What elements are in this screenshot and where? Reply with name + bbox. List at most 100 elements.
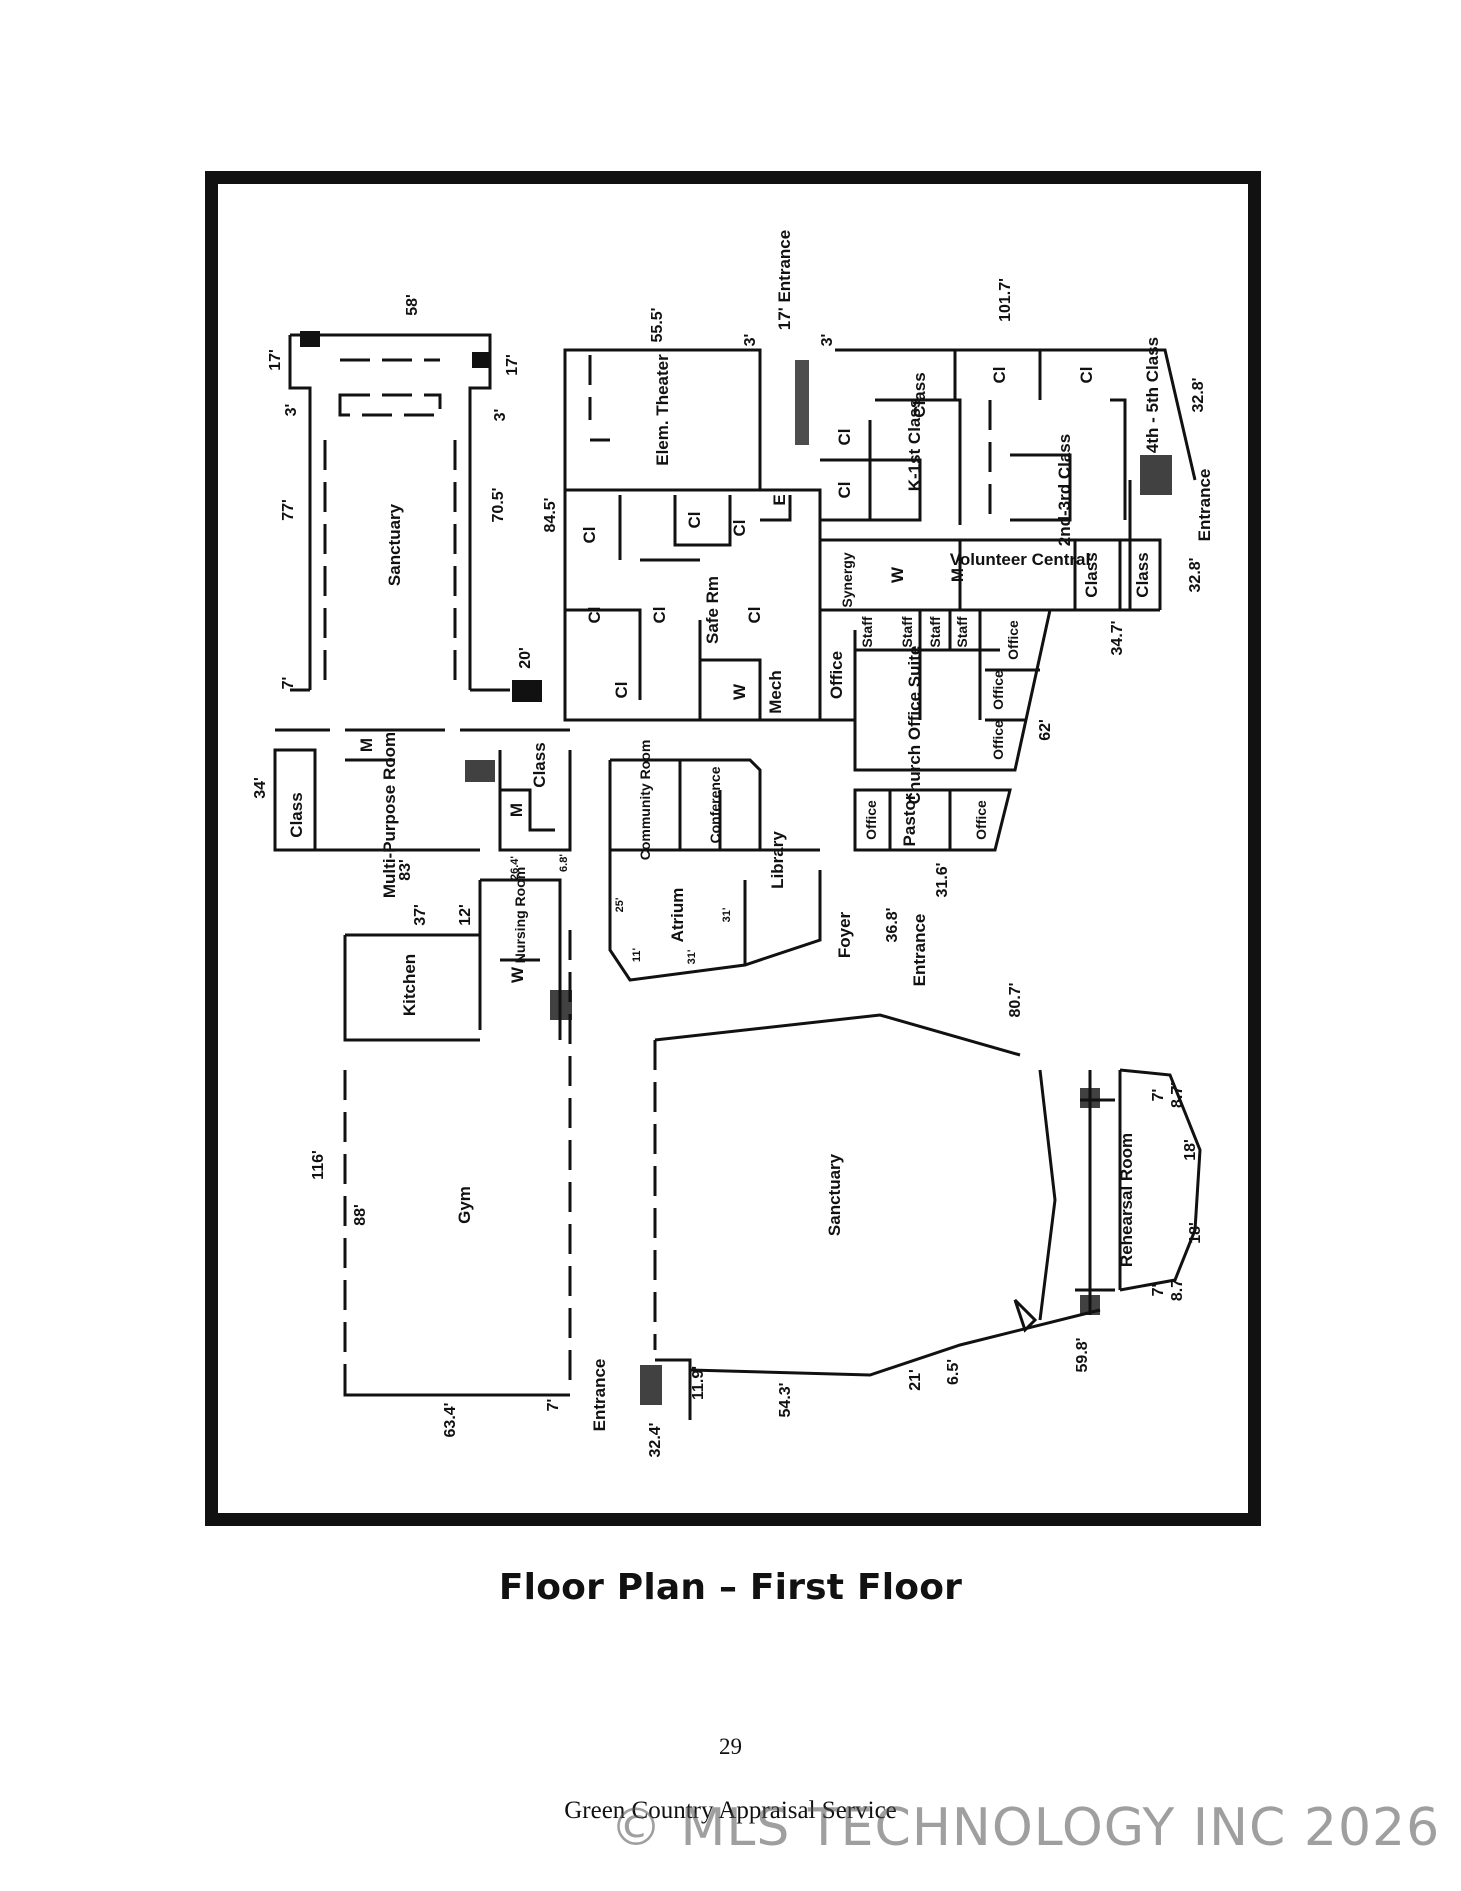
dimension-83: 83' bbox=[397, 859, 414, 881]
room-label-w-3: W bbox=[508, 966, 527, 983]
stair-icon bbox=[300, 331, 542, 702]
room-label-office-3: Office bbox=[990, 670, 1006, 710]
room-label-church-office-suite: Church Office Suite bbox=[905, 646, 924, 805]
dimension-21: 21' bbox=[907, 1369, 924, 1391]
dimension-26-4: 26.4' bbox=[509, 856, 521, 880]
room-label-m-3: M bbox=[507, 803, 526, 817]
dimension-84-5: 84.5' bbox=[542, 498, 559, 533]
room-label-sanctuary-main: Sanctuary bbox=[825, 1153, 844, 1236]
dimension-63-4: 63.4' bbox=[442, 1403, 459, 1438]
page-number: 29 bbox=[719, 1734, 742, 1759]
room-label-cl-9: Cl bbox=[835, 482, 854, 499]
room-label-entrance-2: Entrance bbox=[910, 914, 929, 987]
room-label-office-4: Office bbox=[990, 720, 1006, 760]
room-label-nursing-room: Nursing Room bbox=[512, 867, 528, 963]
room-label-multi-purpose-room: Multi-Purpose Room bbox=[380, 732, 399, 898]
room-label-office-5: Office bbox=[863, 800, 879, 840]
dimension-3-right: 3' bbox=[492, 409, 509, 422]
dimension-8-7-bottom: 8.7 bbox=[1169, 1279, 1186, 1301]
room-label-pastor: Pastor bbox=[900, 793, 919, 846]
dimension-32-8-top: 32.8' bbox=[1190, 378, 1207, 413]
footer-company: Green Country Appraisal Service bbox=[564, 1797, 897, 1824]
room-label-rehearsal-room: Rehearsal Room bbox=[1117, 1133, 1136, 1267]
dimension-59-8: 59.8' bbox=[1074, 1338, 1091, 1373]
room-label-staff-3: Staff bbox=[927, 616, 943, 647]
dimension-36-8: 36.8' bbox=[884, 908, 901, 943]
room-label-synergy: Synergy bbox=[839, 552, 855, 607]
room-label-class-2: Class bbox=[1133, 552, 1152, 597]
room-label-class-3: Class bbox=[287, 792, 306, 837]
room-label-atrium: Atrium bbox=[668, 888, 687, 943]
dimension-18-top: 18' bbox=[1182, 1139, 1199, 1161]
dimension-116: 116' bbox=[310, 1150, 327, 1180]
room-label-class-1: Class bbox=[1082, 552, 1101, 597]
atrium-library-walls bbox=[608, 758, 822, 982]
room-label-e: E bbox=[770, 494, 789, 505]
dimension-32-4: 32.4' bbox=[647, 1423, 664, 1458]
room-label-m-2: M bbox=[357, 738, 376, 752]
dimension-34: 34' bbox=[252, 777, 269, 799]
dimension-37: 37' bbox=[412, 904, 429, 926]
dimension-11: 11' bbox=[631, 947, 643, 962]
room-label-class-4: Class bbox=[530, 742, 549, 787]
dimension-20: 20' bbox=[517, 647, 534, 669]
room-label-office-2: Office bbox=[1005, 620, 1021, 660]
office-suite-walls bbox=[818, 609, 1052, 852]
dimension-80-7: 80.7' bbox=[1007, 983, 1024, 1018]
dimension-7-top: 7' bbox=[280, 677, 297, 690]
page-caption: Floor Plan – First Floor bbox=[498, 1567, 963, 1608]
gym-kitchen-walls bbox=[343, 930, 572, 1397]
room-label-entrance-3: Entrance bbox=[590, 1359, 609, 1432]
room-label-4th-5th-class: 4th - 5th Class bbox=[1143, 337, 1162, 453]
dimension-58: 58' bbox=[404, 294, 421, 316]
dimension-3-theater: 3' bbox=[742, 334, 759, 347]
theater-block-walls bbox=[563, 348, 822, 722]
dimension-55-5: 55.5' bbox=[649, 308, 666, 343]
dimension-17-right: 17' bbox=[504, 354, 521, 376]
dimension-11-9: 11.9' bbox=[690, 1366, 707, 1400]
room-label-cl-1: Cl bbox=[580, 527, 599, 544]
room-label-office-1: Office bbox=[827, 651, 846, 699]
stair-icon bbox=[1140, 455, 1172, 495]
dimension-labels: 58' 17' 17' 3' 3' 3' 3' 77' 70.5' 7' 20'… bbox=[252, 278, 1207, 1457]
dimension-31-a: 31' bbox=[721, 907, 733, 922]
multipurpose-walls bbox=[273, 728, 572, 1040]
room-label-staff-1: Staff bbox=[859, 616, 875, 647]
room-label-office-6: Office bbox=[973, 800, 989, 840]
room-label-library: Library bbox=[768, 831, 787, 889]
room-label-2nd-3rd-class: 2nd-3rd Class bbox=[1055, 434, 1074, 546]
dimension-18-bottom: 18' bbox=[1187, 1222, 1204, 1244]
dimension-8-7-top: 8.7' bbox=[1169, 1082, 1186, 1108]
dimension-7-bottom: 7' bbox=[545, 1399, 562, 1412]
room-label-w-2: W bbox=[888, 566, 907, 583]
sanctuary-walls bbox=[653, 1013, 1202, 1420]
room-label-mech: Mech bbox=[766, 670, 785, 713]
room-label-cl-2: Cl bbox=[685, 512, 704, 529]
room-label-volunteer-central: Volunteer Central bbox=[950, 550, 1090, 569]
dimension-3-entrance: 3' bbox=[819, 334, 836, 347]
dimension-77: 77' bbox=[280, 499, 297, 521]
room-label-m-1: M bbox=[948, 568, 967, 582]
room-label-cl-7: Cl bbox=[612, 682, 631, 699]
dimension-7-rehearsal-top: 7' bbox=[1150, 1089, 1167, 1102]
room-label-staff-4: Staff bbox=[954, 616, 970, 647]
room-label-k1st-class: K-1st Class bbox=[905, 399, 924, 492]
dimension-34-7: 34.7' bbox=[1109, 621, 1126, 656]
old-sanctuary-walls bbox=[288, 333, 510, 692]
room-labels: Sanctuary Elem. Theater Class Cl Cl Cl C… bbox=[287, 230, 1214, 1432]
dimension-62: 62' bbox=[1037, 719, 1054, 741]
room-label-kitchen: Kitchen bbox=[400, 954, 419, 1016]
room-label-cl-10: Cl bbox=[990, 367, 1009, 384]
room-label-staff-2: Staff bbox=[899, 616, 915, 647]
dimension-6-8: 6.8' bbox=[558, 854, 570, 872]
room-label-cl-8: Cl bbox=[835, 429, 854, 446]
dimension-12: 12' bbox=[457, 904, 474, 926]
dimension-3-left: 3' bbox=[283, 404, 300, 417]
dimension-101-7: 101.7' bbox=[997, 278, 1014, 322]
dimension-25: 25' bbox=[614, 897, 626, 912]
dimension-54-3: 54.3' bbox=[777, 1383, 794, 1418]
dimension-17-left: 17' bbox=[267, 349, 284, 371]
dimension-6-5: 6.5' bbox=[945, 1359, 962, 1385]
dimension-7-rehearsal-bottom: 7' bbox=[1150, 1284, 1167, 1297]
